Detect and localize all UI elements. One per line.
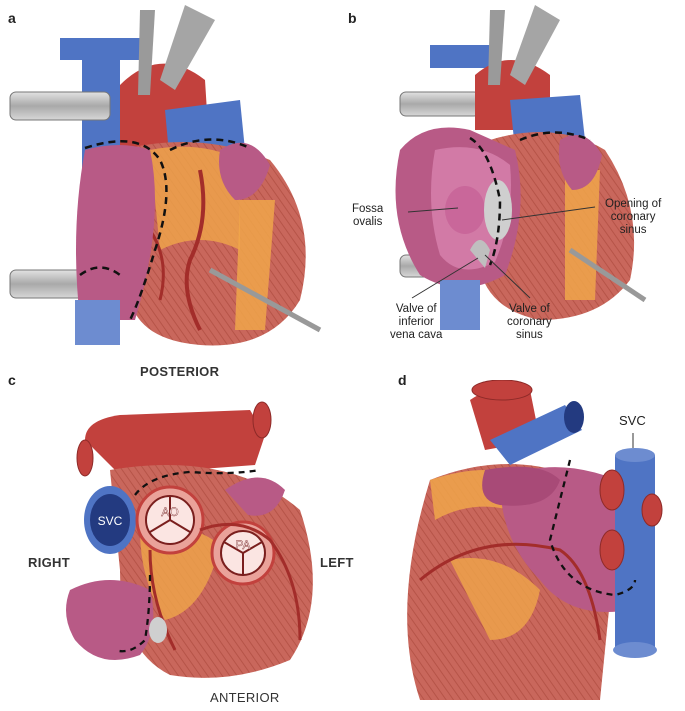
leader-valve-cs — [484, 254, 531, 299]
forceps-left — [488, 10, 505, 85]
left-atrial-appendage — [219, 142, 270, 200]
orientation-right: RIGHT — [28, 555, 70, 570]
aortic-cusps — [149, 496, 191, 533]
panel-d-label: d — [398, 372, 407, 388]
panel-c-label: c — [8, 372, 16, 388]
epicardial-fat — [565, 170, 600, 300]
left-coronary-artery — [199, 522, 302, 641]
left-pulmonary-artery — [252, 401, 272, 439]
label-d-svc: SVC — [619, 413, 646, 428]
forceps-right — [510, 5, 560, 85]
inferior-vena-cava — [75, 300, 120, 345]
svc-label: SVC — [98, 514, 123, 528]
fossa-ovalis — [445, 186, 485, 234]
panel-a-label: a — [8, 10, 16, 26]
panel-d-illustration — [407, 380, 663, 700]
vent-catheter — [568, 247, 647, 303]
svc-bottom — [613, 642, 657, 658]
cannula-upper — [399, 91, 481, 117]
forceps-left — [138, 10, 155, 95]
incision-line-top — [169, 138, 251, 152]
panel-b-illustration — [395, 5, 647, 330]
panel-a-illustration — [9, 5, 322, 346]
pulmonary-vessel — [490, 405, 582, 465]
leader-fossa — [407, 207, 459, 213]
ao-label: AO — [161, 505, 178, 519]
vessel-lumen — [564, 401, 584, 433]
coronary-artery — [419, 542, 602, 641]
incision-line — [548, 459, 637, 597]
incision-line — [469, 136, 502, 266]
pa-label: PA — [235, 538, 250, 552]
pulmonary-vein-upper — [599, 469, 625, 511]
epicardial-fat — [150, 146, 240, 250]
pulmonary-vein-right — [641, 493, 663, 527]
panel-c-illustration: SVC AO PA — [66, 401, 313, 678]
inferior-vena-cava — [440, 280, 480, 330]
incision-line-top — [134, 468, 261, 496]
pulmonary-vein-lower — [599, 529, 625, 571]
incision-line-atrium — [114, 574, 152, 653]
cannula-upper — [9, 91, 111, 121]
right-atrium — [76, 145, 155, 320]
label-valve-ivc: Valve of inferior vena cava — [390, 303, 443, 341]
left-atrial-appendage — [225, 477, 285, 516]
right-pulmonary-artery — [76, 439, 94, 477]
incision-line-top — [519, 131, 591, 142]
pulmonary-artery-branches — [85, 410, 265, 475]
coronary-artery — [184, 169, 206, 331]
aortic-lumen — [471, 380, 533, 401]
svc-lumen — [90, 494, 130, 546]
incision-line-lower — [79, 266, 121, 277]
coronary-branch — [148, 229, 165, 301]
panel-b-label: b — [348, 10, 357, 26]
leader-valve-ivc — [411, 257, 479, 299]
upper-vessel — [430, 45, 500, 68]
pulmonary-cusps — [223, 541, 263, 576]
right-coronary-artery — [148, 549, 177, 651]
left-atrial-appendage — [558, 135, 602, 190]
opened-right-atrium — [66, 580, 154, 660]
label-fossa-ovalis: Fossa ovalis — [352, 203, 384, 228]
vent-catheter — [208, 267, 322, 333]
orientation-anterior: ANTERIOR — [210, 690, 280, 705]
coronary-sinus-opening — [149, 617, 167, 643]
epicardial-fat-lower — [450, 558, 540, 640]
svc-top — [615, 448, 655, 462]
valve-ivc — [470, 240, 490, 268]
forceps-right — [160, 5, 215, 90]
leader-coronary-opening — [501, 206, 596, 221]
orientation-posterior: POSTERIOR — [140, 364, 220, 379]
left-atrial-appendage — [482, 466, 560, 506]
upper-vessel — [60, 38, 150, 60]
label-opening-coronary-sinus: Opening of coronary sinus — [605, 198, 662, 236]
coronary-sinus-opening — [484, 180, 512, 240]
label-valve-coronary-sinus: Valve of coronary sinus — [507, 303, 552, 341]
orientation-left: LEFT — [320, 555, 354, 570]
